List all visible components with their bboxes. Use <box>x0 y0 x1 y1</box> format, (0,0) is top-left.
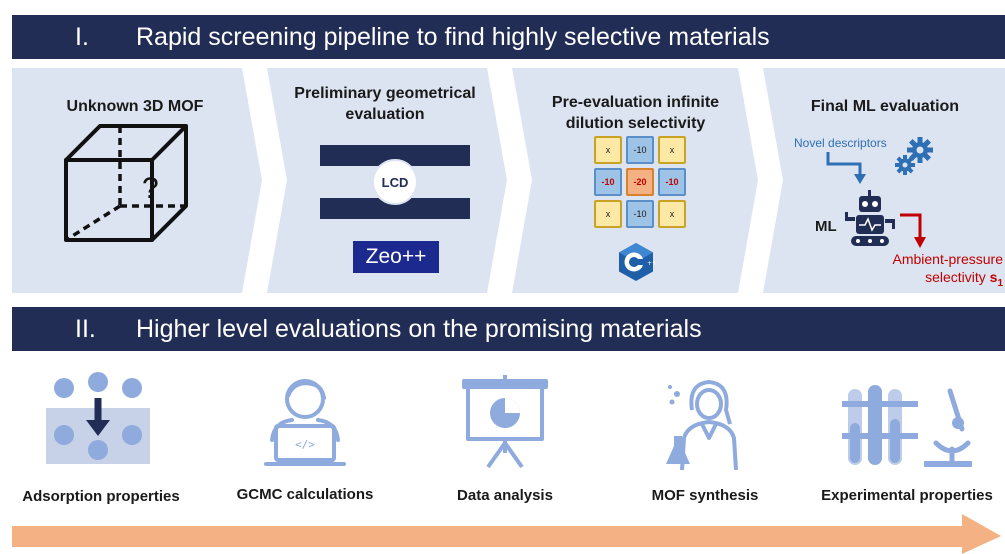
output-line-2-text: selectivity <box>925 269 986 285</box>
output-subscript: 1 <box>997 277 1003 289</box>
step-label-experimental: Experimental properties <box>821 487 993 504</box>
section-1-banner: I. Rapid screening pipeline to find high… <box>12 15 1005 59</box>
grid-cell: -10 <box>658 168 686 196</box>
output-line-1: Ambient-pressure <box>892 251 1004 267</box>
grid-cell: -10 <box>594 168 622 196</box>
progress-arrow <box>12 514 1001 554</box>
grid-cell: -10 <box>626 200 654 228</box>
unknown-symbol: ? <box>142 172 159 205</box>
grid-cell-center: -20 <box>626 168 654 196</box>
grid-cell: x <box>594 200 622 228</box>
stage-1-title: Unknown 3D MOF <box>66 98 204 115</box>
step-label-adsorption: Adsorption properties <box>22 488 180 505</box>
robot-icon <box>845 190 895 246</box>
cpp-logo-icon: ++ <box>619 243 655 281</box>
lcd-label: LCD <box>381 175 409 190</box>
section-2-number: II. <box>75 315 96 343</box>
step-label-data-analysis: Data analysis <box>457 487 553 504</box>
grid-cell: x <box>658 136 686 164</box>
svg-text:++: ++ <box>647 260 655 267</box>
output-symbol: s <box>989 269 998 285</box>
gears-icon <box>895 137 933 175</box>
zeo-logo: Zeo++ <box>353 241 439 273</box>
grid-cell: x <box>658 200 686 228</box>
chemist-icon <box>666 380 738 471</box>
presentation-board-icon <box>462 375 548 469</box>
section-2-title: Higher level evaluations on the promisin… <box>136 315 702 343</box>
programmer-laptop-icon: </> <box>264 379 346 466</box>
ambient-pressure-selectivity-label: Ambient-pressure selectivity s1 <box>848 250 1004 293</box>
test-tubes-microscope-icon <box>842 385 972 467</box>
stage-3-title: Pre-evaluation infinite dilution selecti… <box>551 94 720 132</box>
adsorption-icon <box>46 372 150 464</box>
stage-4-title: Final ML evaluation <box>810 98 960 115</box>
cube-icon <box>64 124 188 242</box>
stage-2-title: Preliminary geometrical evaluation <box>294 85 476 123</box>
novel-descriptors-label: Novel descriptors <box>794 136 887 150</box>
section-1-title: Rapid screening pipeline to find highly … <box>136 23 770 51</box>
step-label-mof-synthesis: MOF synthesis <box>651 487 759 504</box>
pore-channel-icon <box>320 145 470 219</box>
output-line-2: selectivity s1 <box>848 268 1003 293</box>
step-label-gcmc: GCMC calculations <box>236 486 374 503</box>
grid-cell: x <box>594 136 622 164</box>
section-2-banner: II. Higher level evaluations on the prom… <box>12 307 1005 351</box>
ml-label: ML <box>815 218 837 235</box>
pipeline-stages <box>12 68 1005 293</box>
stage-4-chevron <box>763 68 1005 293</box>
output-arrow-icon <box>900 213 926 248</box>
svg-text:</>: </> <box>295 438 315 451</box>
grid-cell: -10 <box>626 136 654 164</box>
descriptor-arrow-icon <box>826 152 866 184</box>
section-1-number: I. <box>75 23 89 51</box>
stage-1-chevron <box>12 68 262 293</box>
